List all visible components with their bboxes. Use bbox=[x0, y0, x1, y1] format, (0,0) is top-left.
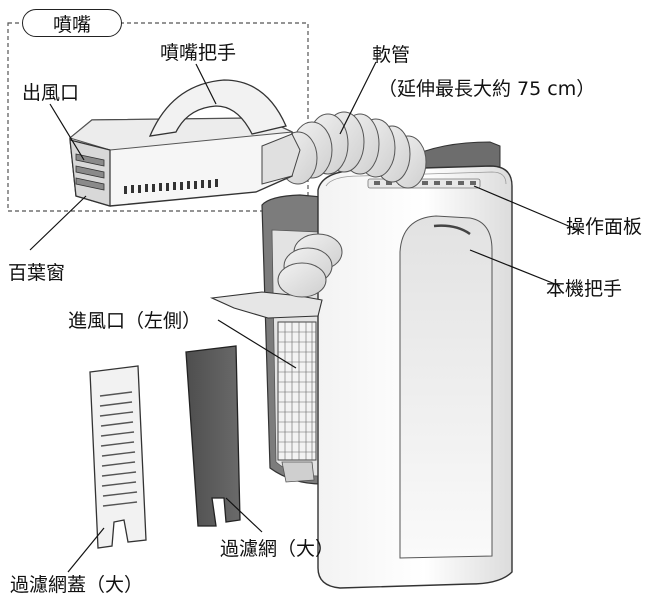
main-unit bbox=[209, 141, 513, 589]
leader-lines bbox=[29, 61, 579, 573]
leader-filter-cover bbox=[67, 527, 105, 573]
label-filter-large: 過濾網（大） bbox=[220, 538, 335, 560]
inlet-base bbox=[281, 461, 315, 483]
leader-unit-handle bbox=[469, 249, 561, 287]
leader-air-outlet bbox=[49, 103, 85, 161]
unit-handle-grip bbox=[433, 224, 471, 236]
label-control-panel: 操作面板 bbox=[566, 216, 643, 238]
label-nozzle-handle: 噴嘴把手 bbox=[160, 42, 237, 64]
leader-nozzle-handle bbox=[195, 63, 217, 105]
air-inlet-grille bbox=[277, 321, 317, 461]
label-hose: 軟管 bbox=[372, 44, 411, 66]
nozzle-group-frame bbox=[7, 22, 309, 212]
air-inlet-grid bbox=[278, 322, 316, 460]
label-louver: 百葉窗 bbox=[8, 262, 66, 284]
label-air-outlet: 出風口 bbox=[22, 82, 80, 104]
nozzle-handle[interactable] bbox=[148, 79, 287, 137]
leader-air-inlet bbox=[217, 319, 297, 369]
label-unit-handle: 本機把手 bbox=[546, 278, 623, 300]
leader-hose bbox=[339, 61, 377, 135]
unit-handle[interactable] bbox=[399, 215, 493, 559]
side-flap bbox=[209, 291, 323, 319]
filter-cover-slots bbox=[99, 391, 138, 507]
top-edge bbox=[325, 171, 507, 187]
label-filter-cover-large: 過濾網蓋（大） bbox=[10, 574, 144, 596]
label-hose-note: （延伸最長大約 75 cm） bbox=[378, 78, 596, 100]
leader-filter-large bbox=[225, 497, 263, 533]
leader-louver bbox=[29, 195, 87, 251]
nozzle-group-tag: 噴嘴 bbox=[22, 9, 122, 37]
louver-slats[interactable] bbox=[75, 153, 105, 191]
filter-large[interactable] bbox=[185, 345, 241, 527]
nozzle-vents bbox=[124, 179, 218, 194]
label-air-inlet: 進風口（左側） bbox=[68, 310, 202, 332]
nozzle bbox=[68, 79, 301, 207]
leader-control-panel bbox=[473, 185, 579, 231]
nozzle-connector bbox=[261, 133, 301, 185]
